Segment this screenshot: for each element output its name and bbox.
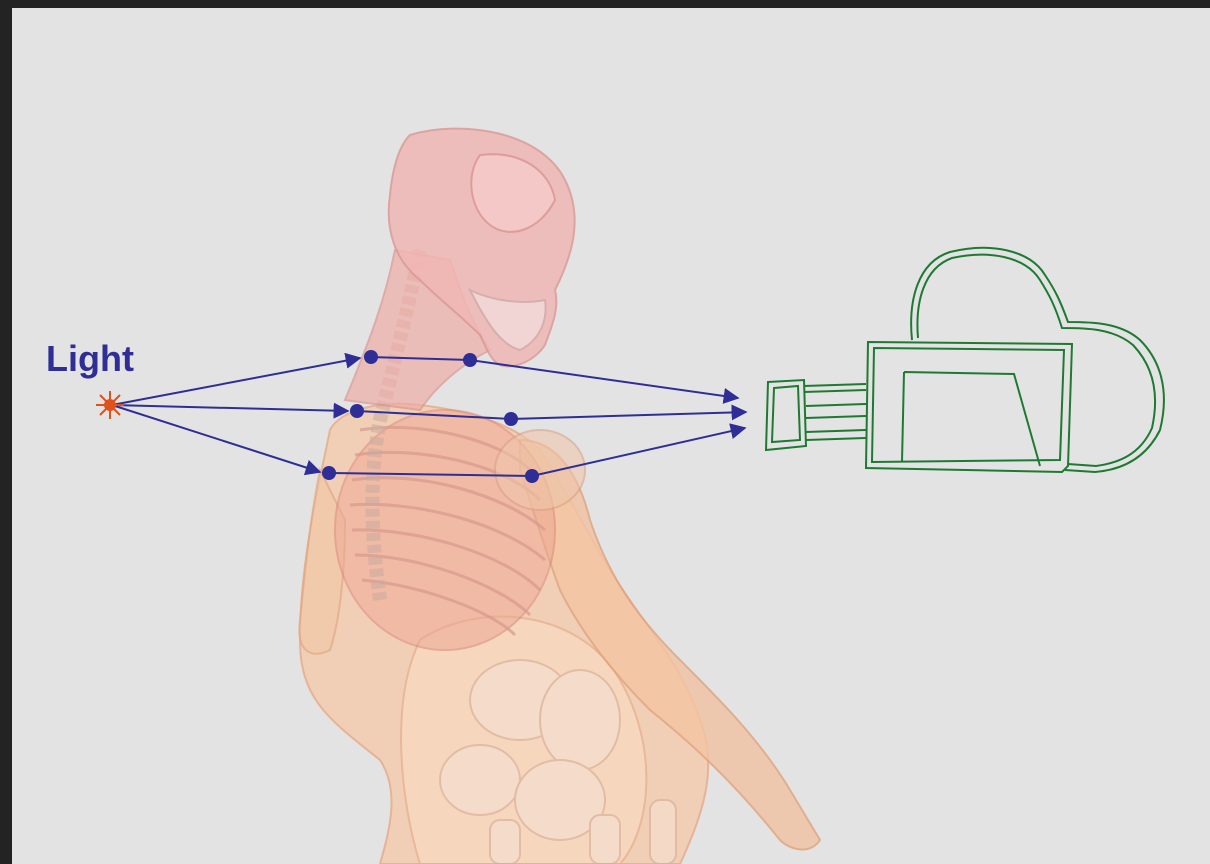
light-source-icon [96, 391, 124, 419]
entry-point-3 [322, 466, 336, 480]
ray-exit-to-camera-1 [470, 360, 738, 398]
exit-point-2 [504, 412, 518, 426]
camera-lens-hood-inner [772, 386, 800, 442]
diagram-svg [12, 8, 1210, 864]
exit-point-3 [525, 469, 539, 483]
ray-light-to-entry-1 [112, 358, 360, 405]
body-figure [299, 129, 820, 864]
diagram-canvas: Light [12, 8, 1210, 864]
ray-exit-to-camera-2 [511, 412, 746, 419]
exit-point-1 [463, 353, 477, 367]
camera-panel [902, 372, 1040, 466]
camera-icon [766, 248, 1164, 472]
camera-reel [911, 248, 1164, 472]
entry-point-2 [350, 404, 364, 418]
camera-body [866, 342, 1072, 472]
camera-reel-inner [917, 255, 1155, 466]
ray-light-to-entry-3 [112, 405, 320, 472]
shoulder [495, 430, 585, 510]
ray-light-to-entry-2 [112, 405, 348, 411]
camera-lens [804, 384, 866, 440]
camera-body-inner [872, 348, 1064, 462]
entry-point-1 [364, 350, 378, 364]
